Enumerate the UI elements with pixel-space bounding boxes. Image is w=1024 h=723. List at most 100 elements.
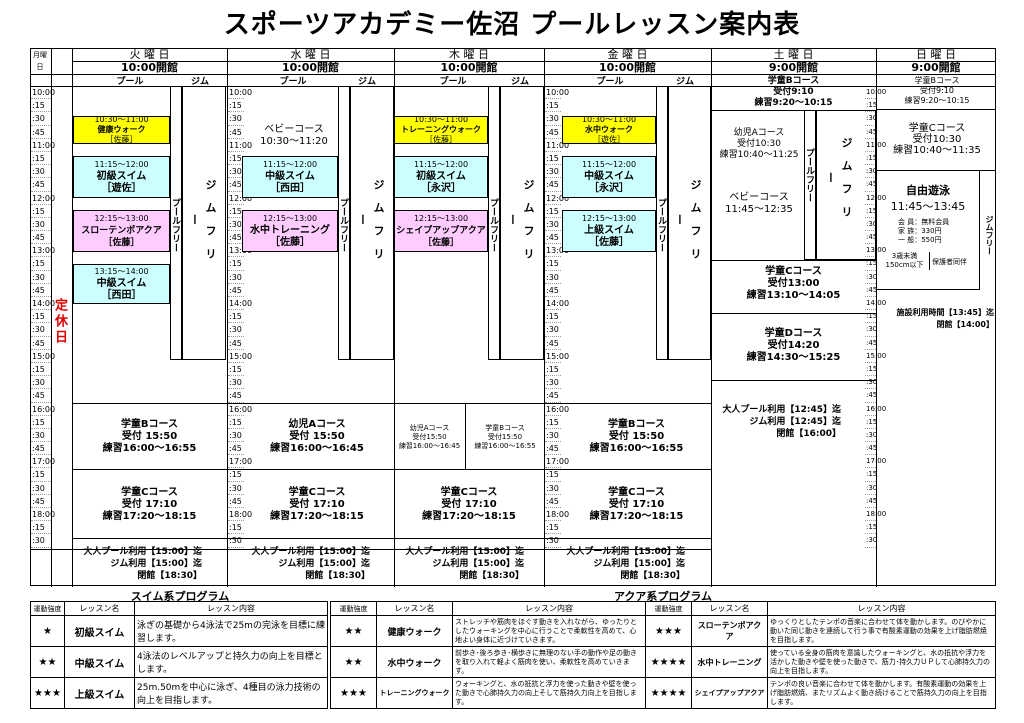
lesson-block[interactable]: 幼児Aコース 受付15:50 練習16:00～16:45 bbox=[394, 424, 465, 451]
time-label: :45 bbox=[865, 495, 877, 508]
lesson-reception: 受付 17:10 bbox=[608, 499, 665, 510]
time-label: :15 bbox=[31, 205, 51, 218]
weekday-footer: 大人プール利用【15:00】迄 ジム利用【15:00】迄 閉館【18:30】 bbox=[394, 546, 524, 582]
open-time-sun: 9:00開館 bbox=[911, 61, 961, 74]
gym-label-wed: ジム bbox=[357, 77, 376, 87]
time-label: :45 bbox=[31, 284, 51, 297]
level-cell: ★★★ bbox=[30, 677, 65, 709]
day-header-thu: 木 曜 日 bbox=[449, 48, 489, 61]
sunday-footer: 施設利用時間【13:45】迄 閉館【14:00】 bbox=[878, 307, 994, 331]
free-swim-info: 自由遊泳 11:45～13:45 bbox=[876, 184, 980, 214]
lesson-practice: 練習13:10～14:05 bbox=[746, 290, 841, 301]
lesson-card[interactable]: 12:15～13:00 水中トレーニング ［佐藤］ bbox=[242, 210, 338, 252]
lesson-block[interactable]: ベビーコース 11:45～12:35 bbox=[711, 192, 807, 216]
level-cell: ★★★ bbox=[330, 677, 377, 709]
level-cell: ★★ bbox=[330, 646, 377, 678]
lesson-name: ベビーコース bbox=[264, 124, 324, 135]
time-label: :15 bbox=[865, 205, 877, 218]
lesson-coach: ［遊佐］ bbox=[593, 135, 625, 144]
aqua-program-table: 運動強度 レッスン名 レッスン内容 運動強度 レッスン名 レッスン内容 ★★ 健… bbox=[330, 601, 996, 709]
lesson-block[interactable]: 学童Cコース 受付10:30 練習10:40～11:35 bbox=[878, 123, 996, 156]
table-row: ★ 初級スイム 泳ぎの基礎から4泳法で25mの完泳を目標に練習します。 bbox=[30, 615, 328, 647]
free-swim-block bbox=[876, 170, 980, 290]
lesson-name: 学童Bコース bbox=[607, 419, 666, 430]
table-row: ★★ 中級スイム 4泳法のレベルアップと持久力の向上を目標とします。 bbox=[30, 646, 328, 678]
lesson-time: 11:15～12:00 bbox=[413, 160, 469, 169]
saturday-footer: 大人プール利用【12:45】迄 ジム利用【12:45】迄 閉館【16:00】 bbox=[711, 404, 841, 440]
time-label: 15:00 bbox=[228, 350, 252, 363]
lesson-card[interactable]: 11:15～12:00 中級スイム ［永沢］ bbox=[562, 156, 656, 198]
lesson-name: 上級スイム bbox=[584, 225, 634, 236]
free-swim-time: 11:45～13:45 bbox=[890, 200, 966, 213]
lesson-reception: 受付10:30 bbox=[912, 134, 962, 145]
swim-program-table: 運動強度 レッスン名 レッスン内容 ★ 初級スイム 泳ぎの基礎から4泳法で25m… bbox=[30, 601, 328, 709]
lesson-practice: 練習16:00～16:55 bbox=[589, 443, 684, 454]
lesson-card[interactable]: 12:15～13:00 上級スイム ［佐藤］ bbox=[562, 210, 656, 252]
lesson-block[interactable]: 学童Dコース 受付14:20 練習14:30～15:25 bbox=[711, 328, 876, 364]
lesson-card[interactable]: 11:15～12:00 初級スイム ［永沢］ bbox=[394, 156, 488, 198]
lesson-card[interactable]: 12:15～13:00 スローテンポアクア ［佐藤］ bbox=[73, 210, 170, 252]
lesson-name: 中級スイム bbox=[265, 171, 315, 182]
pool-usage-note: 大人プール利用【15:00】迄 bbox=[251, 547, 370, 557]
fee-family: 家 族：330円 bbox=[898, 227, 942, 235]
lesson-block[interactable]: 学童Cコース 受付13:00 練習13:10～14:05 bbox=[711, 266, 876, 302]
lesson-name: 学童Cコース bbox=[608, 487, 665, 498]
time-label: :15 bbox=[228, 152, 244, 166]
gym-free-block bbox=[500, 86, 544, 360]
lesson-block[interactable]: 学童Cコース 受付 17:10 練習17:20～18:15 bbox=[394, 487, 544, 523]
pool-free-label: プールフリー bbox=[804, 148, 814, 202]
gym-label-fri: ジム bbox=[675, 77, 694, 87]
lesson-block[interactable]: 幼児Aコース 受付 15:50 練習16:00～16:45 bbox=[240, 419, 394, 455]
time-label: 10:00 bbox=[865, 86, 886, 100]
column-header: レッスン名 bbox=[691, 601, 768, 616]
time-label: :30 bbox=[865, 323, 877, 337]
gym-usage-note: ジム利用【15:00】迄 bbox=[593, 559, 685, 569]
time-label: :15 bbox=[31, 468, 51, 482]
lesson-coach: ［西田］ bbox=[270, 183, 310, 194]
lesson-card[interactable]: 10:30～11:00 水中ウォーク ［遊佐］ bbox=[562, 115, 656, 144]
lesson-reception: 受付10:30 bbox=[737, 139, 781, 149]
lesson-name: 幼児Aコース bbox=[733, 128, 785, 138]
lesson-coach: ［佐藤］ bbox=[103, 238, 140, 248]
lesson-block[interactable]: 学童Bコース 受付9:10 練習9:20～10:15 bbox=[878, 76, 996, 106]
lesson-card[interactable]: 11:15～12:00 中級スイム ［西田］ bbox=[242, 156, 338, 198]
closing-time: 閉館【16:00】 bbox=[776, 429, 841, 439]
lesson-card[interactable]: 10:30～11:00 トレーニングウォーク ［佐藤］ bbox=[394, 115, 488, 144]
lesson-coach: ［佐藤］ bbox=[425, 135, 457, 144]
lesson-block[interactable]: ベビーコース 10:30～11:20 bbox=[246, 124, 342, 148]
time-label: 17:00 bbox=[228, 455, 252, 469]
facility-usage-note: 施設利用時間【13:45】迄 bbox=[896, 308, 994, 317]
lesson-card[interactable]: 10:30～11:00 健康ウォーク ［佐藤］ bbox=[73, 115, 170, 144]
pool-free-block bbox=[656, 86, 668, 360]
lesson-block[interactable]: 学童Bコース 受付15:50 練習16:00～16:55 bbox=[466, 424, 544, 451]
lesson-time: 10:30～11:00 bbox=[94, 115, 149, 124]
lesson-block[interactable]: 学童Cコース 受付 17:10 練習17:20～18:15 bbox=[562, 487, 711, 523]
lesson-time: 11:45～12:35 bbox=[725, 204, 793, 215]
lesson-block[interactable]: 学童Bコース 受付9:10 練習9:20～10:15 bbox=[711, 76, 876, 109]
lesson-block[interactable]: 学童Bコース 受付 15:50 練習16:00～16:55 bbox=[72, 419, 227, 455]
time-label: :30 bbox=[545, 482, 561, 495]
lesson-card[interactable]: 13:15～14:00 中級スイム ［西田］ bbox=[73, 264, 170, 304]
time-label: :15 bbox=[865, 468, 877, 482]
time-label: :30 bbox=[545, 271, 561, 284]
lesson-block[interactable]: 学童Cコース 受付 17:10 練習17:20～18:15 bbox=[72, 487, 227, 523]
lesson-time: 11:15～12:00 bbox=[94, 160, 149, 169]
pool-usage-note: 大人プール利用【15:00】迄 bbox=[405, 547, 524, 557]
lesson-name: ベビーコース bbox=[729, 192, 789, 203]
lesson-practice: 練習10:40～11:25 bbox=[719, 150, 799, 160]
lesson-desc-cell: 25m.50mを中心に泳ぎ、4種目の泳力技術の向上を目指します。 bbox=[134, 677, 328, 709]
pool-label-thu: プール bbox=[439, 77, 467, 87]
lesson-name: スローテンポアクア bbox=[81, 226, 162, 236]
lesson-name: 初級スイム bbox=[96, 171, 147, 182]
lesson-block[interactable]: 学童Cコース 受付 17:10 練習17:20～18:15 bbox=[240, 487, 394, 523]
lesson-block[interactable]: 学童Bコース 受付 15:50 練習16:00～16:55 bbox=[562, 419, 711, 455]
lesson-practice: 練習17:20～18:15 bbox=[270, 511, 364, 522]
lesson-desc-cell: ゆっくりとしたテンポの音楽に合わせて体を動かします。のびやかに動いた同じ動きを連… bbox=[767, 615, 996, 647]
fee-member: 会 員：無料会員 bbox=[898, 218, 950, 226]
lesson-block[interactable]: 幼児Aコース 受付10:30 練習10:40～11:25 bbox=[711, 128, 807, 161]
lesson-time: 12:15～13:00 bbox=[94, 214, 149, 223]
time-label: :15 bbox=[228, 205, 244, 218]
lesson-card[interactable]: 12:15～13:00 シェイプアップアクア ［佐藤］ bbox=[394, 210, 488, 252]
lesson-card[interactable]: 11:15～12:00 初級スイム ［遊佐］ bbox=[73, 156, 170, 198]
level-cell: ★★ bbox=[330, 615, 377, 647]
